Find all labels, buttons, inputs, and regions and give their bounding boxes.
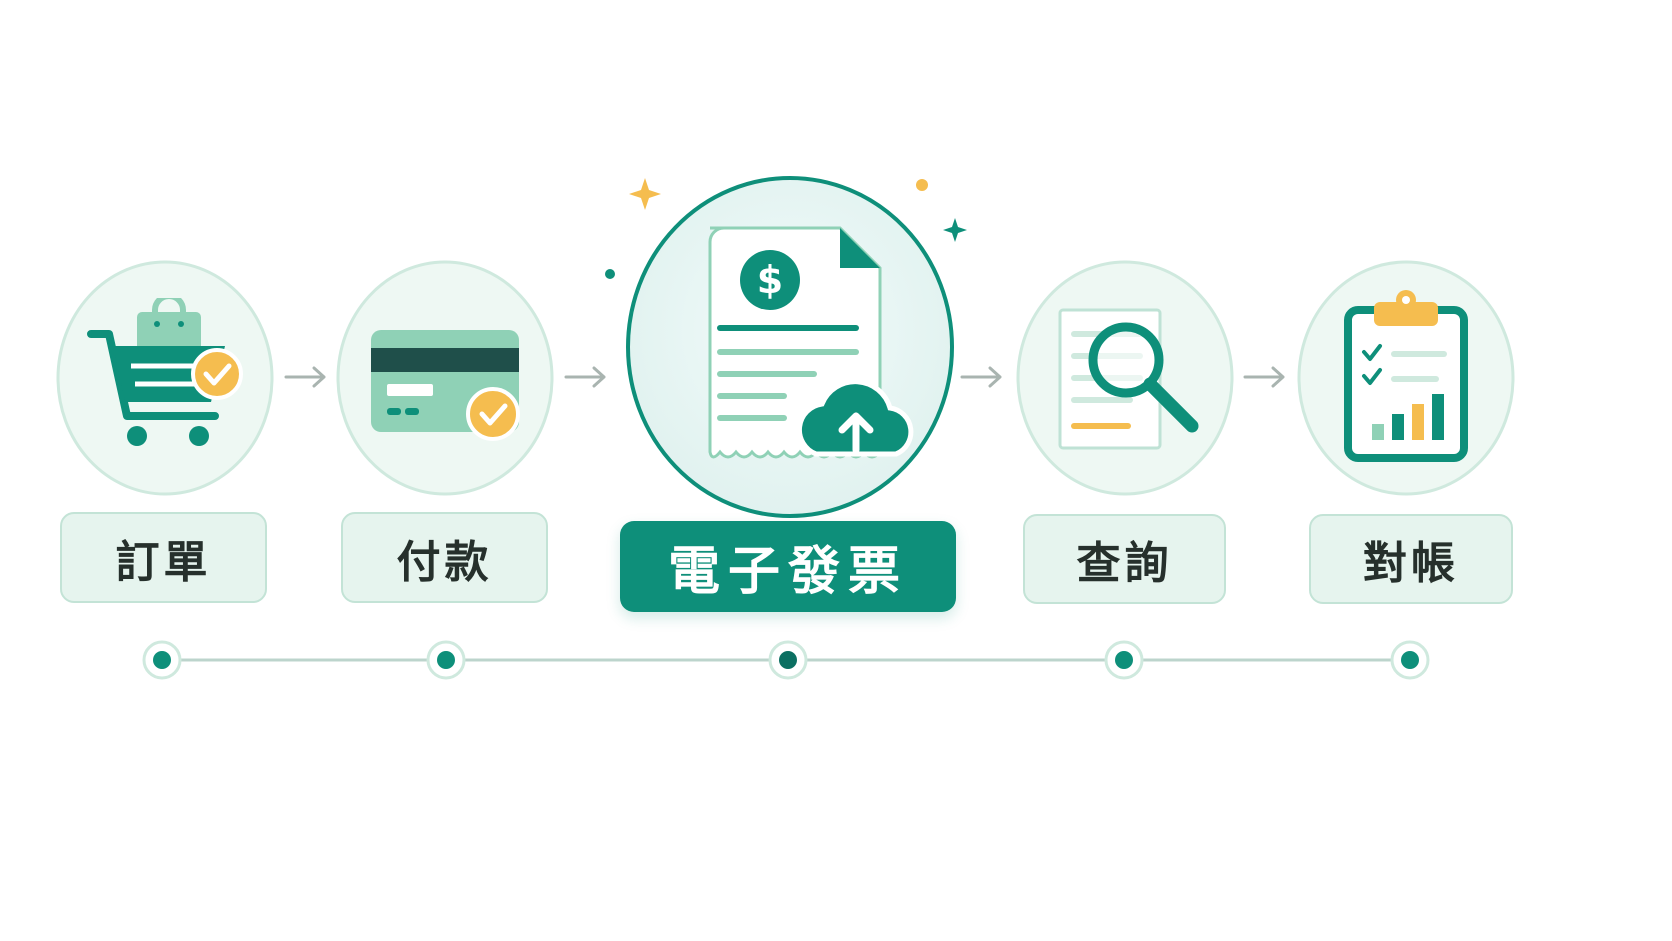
- step-label-text: 訂單: [115, 536, 212, 588]
- e-invoice-upload-icon: $: [708, 226, 914, 459]
- shopping-cart-icon: [87, 298, 243, 446]
- credit-card-icon: [371, 330, 520, 441]
- step-label-text: 對帳: [1363, 538, 1459, 589]
- step-label-text: 查詢: [1076, 538, 1173, 589]
- timeline-node-payment: [426, 640, 466, 680]
- clipboard-chart-icon: [1344, 290, 1468, 462]
- step-label-text: 付款: [396, 536, 493, 588]
- step-label-reconciliation: 對帳: [1309, 514, 1513, 604]
- step-label-text: 電子發票: [667, 542, 908, 602]
- step-label-query: 查詢: [1023, 514, 1226, 604]
- arrow-right-icon: [960, 366, 1002, 388]
- timeline-node-order: [142, 640, 182, 680]
- progress-timeline: [142, 640, 1430, 680]
- arrow-right-icon: [564, 366, 606, 388]
- step-label-order: 訂單: [60, 512, 267, 603]
- sparkle-decoration: [605, 178, 967, 279]
- timeline-node-query: [1104, 640, 1144, 680]
- arrow-right-icon: [284, 366, 326, 388]
- document-search-icon: [1058, 308, 1199, 450]
- step-label-e-invoice: 電子發票: [620, 521, 956, 612]
- arrow-right-icon: [1243, 366, 1285, 388]
- timeline-node-reconciliation: [1390, 640, 1430, 680]
- step-label-payment: 付款: [341, 512, 548, 603]
- dollar-sign: $: [757, 258, 783, 302]
- timeline-node-e-invoice: [768, 640, 808, 680]
